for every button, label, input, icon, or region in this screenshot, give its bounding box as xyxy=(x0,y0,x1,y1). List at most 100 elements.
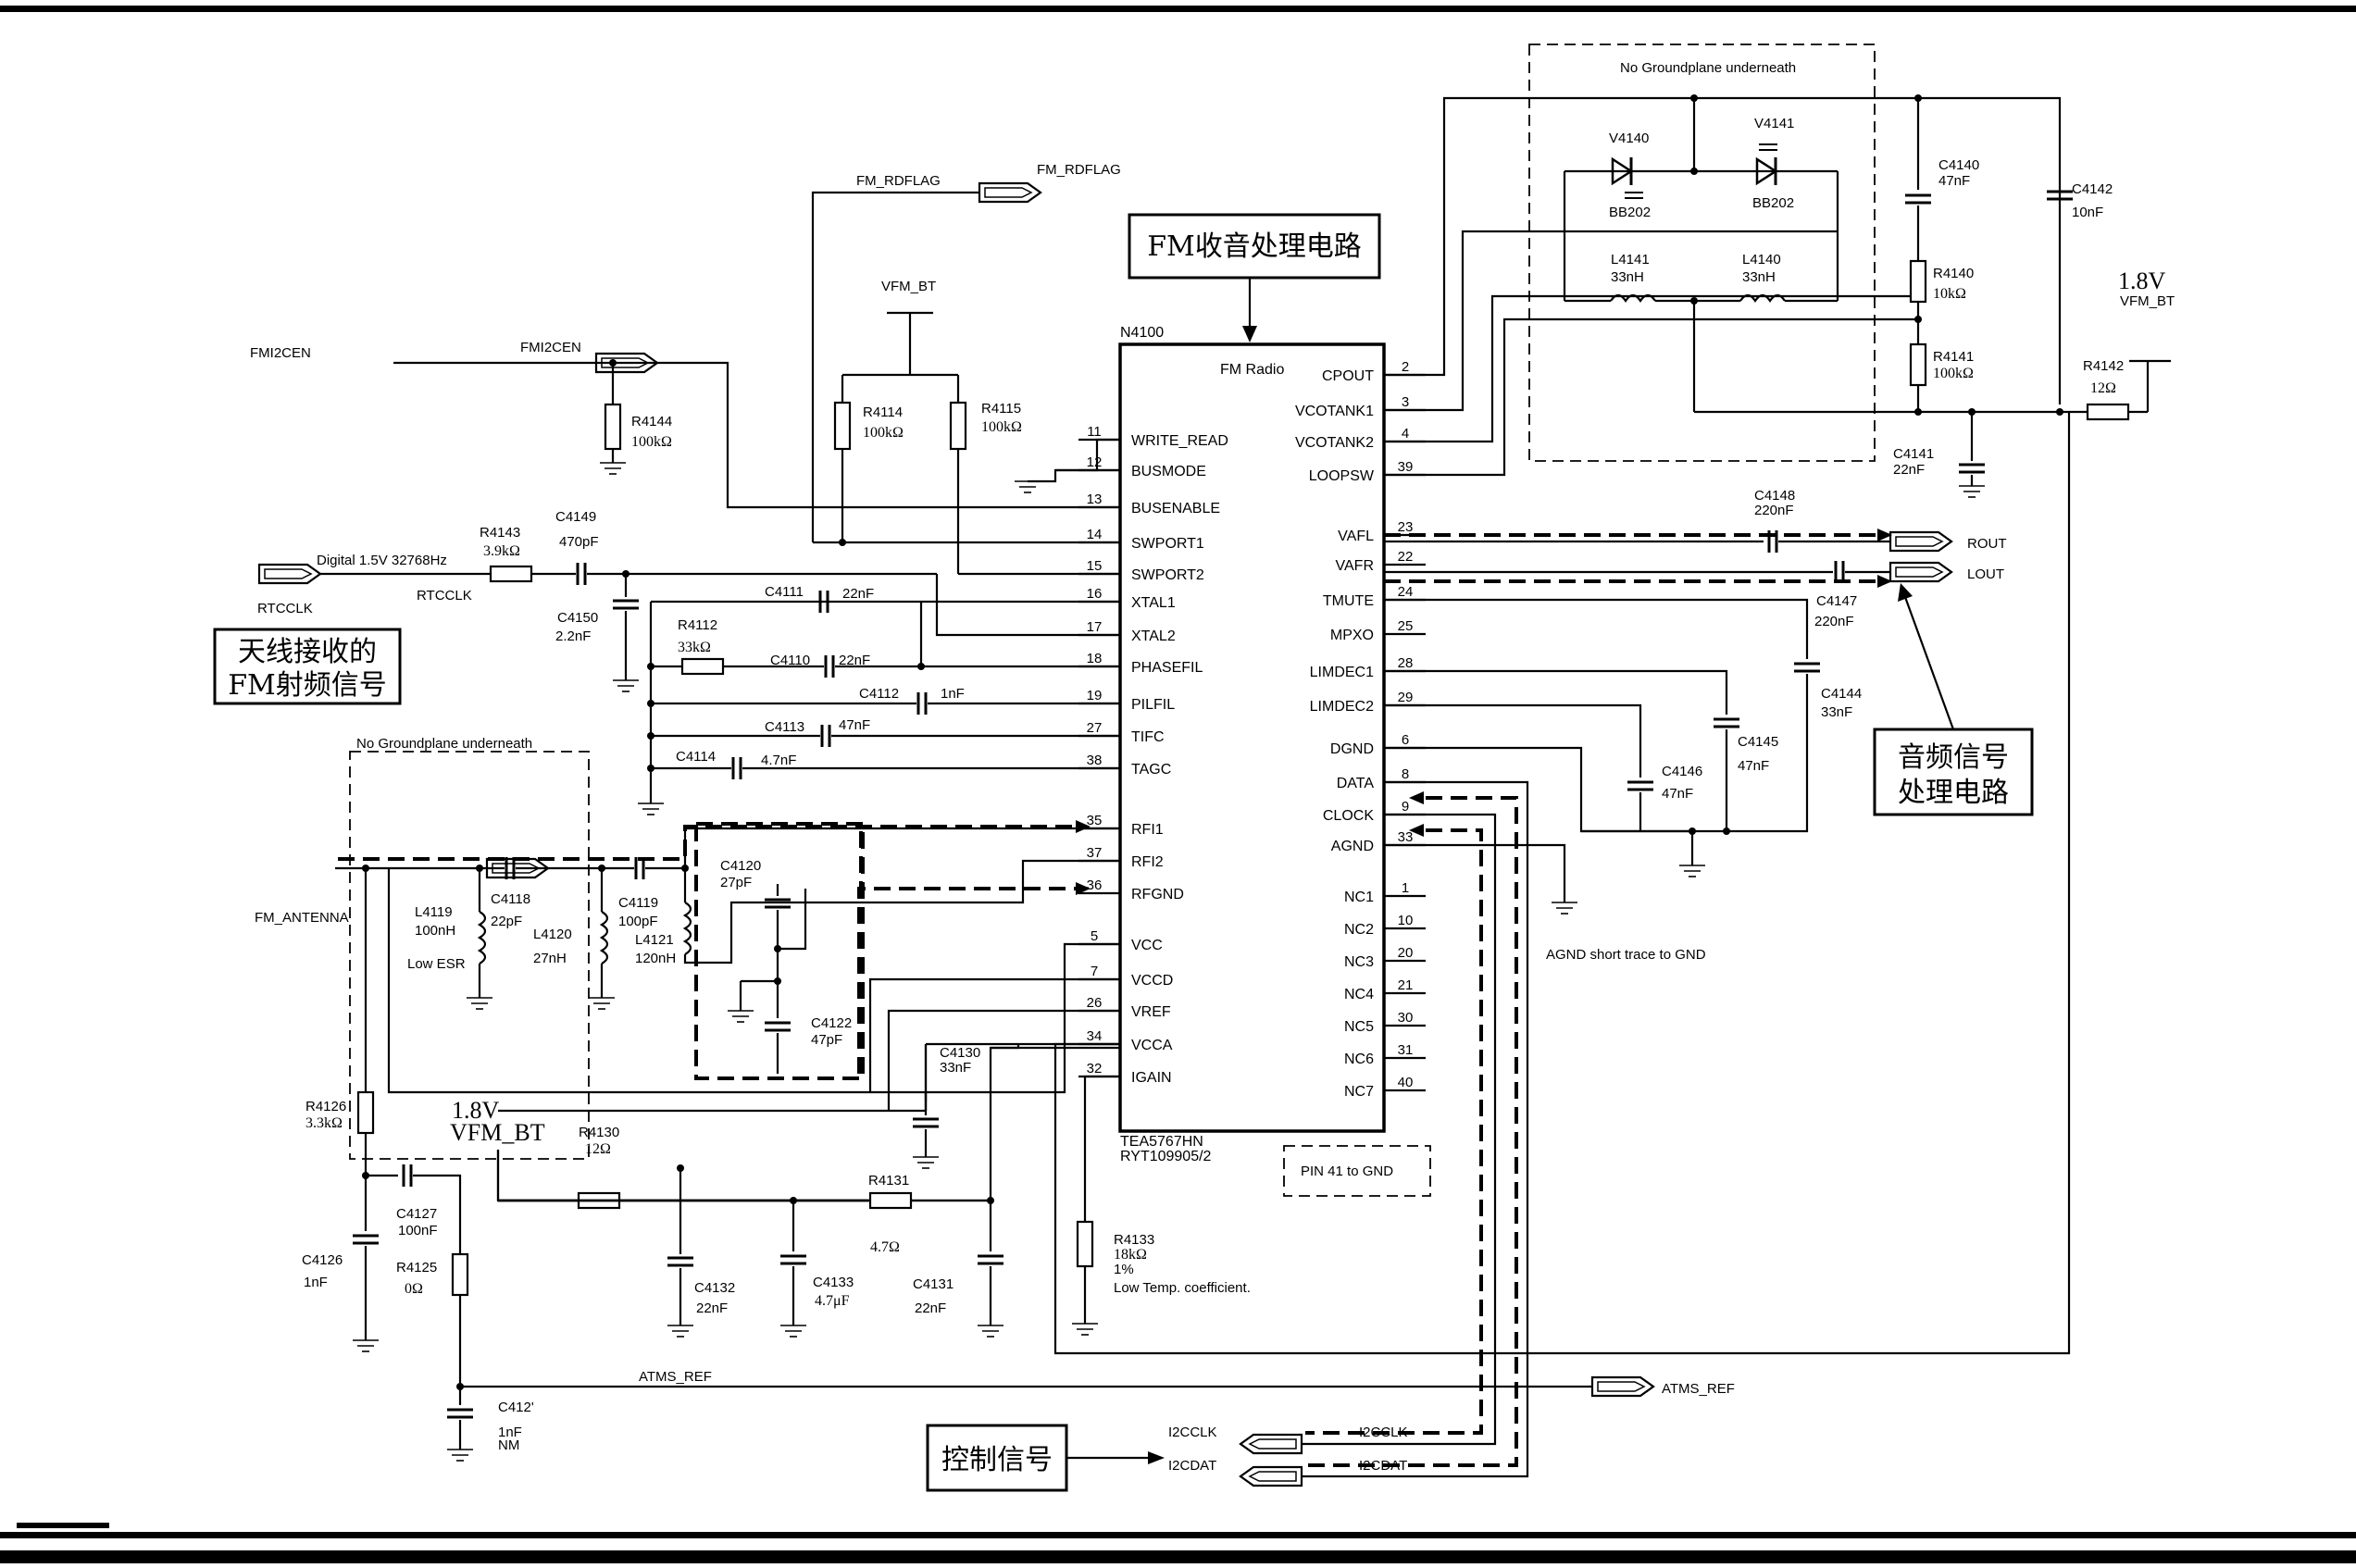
pin-number: 14 xyxy=(1087,527,1103,542)
ic-ref: N4100 xyxy=(1120,325,1164,341)
pin-label: SWPORT1 xyxy=(1131,536,1204,552)
svg-text:C4148: C4148 xyxy=(1754,488,1795,504)
svg-text:ATMS_REF: ATMS_REF xyxy=(1662,1381,1735,1397)
filter-caps: C4111 22nF R4112 33kΩ C4110 22nF C4112 1… xyxy=(637,584,1120,815)
svg-text:C4118: C4118 xyxy=(491,891,530,907)
svg-text:R4114: R4114 xyxy=(863,404,903,420)
svg-text:FM_ANTENNA: FM_ANTENNA xyxy=(255,910,349,926)
pin-label: VCCD xyxy=(1131,973,1173,989)
svg-text:L4119: L4119 xyxy=(415,904,453,920)
pin-label: DGND xyxy=(1330,741,1374,757)
svg-text:33nH: 33nH xyxy=(1611,269,1644,285)
svg-text:0Ω: 0Ω xyxy=(405,1281,423,1297)
pin-number: 32 xyxy=(1087,1061,1103,1076)
svg-text:RTCCLK: RTCCLK xyxy=(257,601,313,616)
vco-region: No Groundplane underneath V4140 BB202 V4… xyxy=(1053,44,2175,1355)
svg-text:FM_RDFLAG: FM_RDFLAG xyxy=(856,173,941,189)
svg-text:100kΩ: 100kΩ xyxy=(981,419,1022,435)
svg-text:I2CDAT: I2CDAT xyxy=(1359,1458,1407,1474)
svg-text:120nH: 120nH xyxy=(635,951,676,966)
svg-text:VFM_BT: VFM_BT xyxy=(2120,293,2175,309)
pin-label: NC6 xyxy=(1344,1052,1374,1067)
page-frame xyxy=(0,6,2356,1563)
svg-text:220nF: 220nF xyxy=(1754,503,1794,518)
svg-text:4.7Ω: 4.7Ω xyxy=(870,1239,900,1255)
svg-text:ROUT: ROUT xyxy=(1967,536,2007,552)
svg-text:100kΩ: 100kΩ xyxy=(631,434,672,450)
svg-text:VFM_BT: VFM_BT xyxy=(881,279,936,294)
svg-text:R4141: R4141 xyxy=(1933,349,1974,365)
svg-text:C4114: C4114 xyxy=(676,749,716,765)
svg-text:1nF: 1nF xyxy=(304,1275,328,1290)
svg-text:L4141: L4141 xyxy=(1611,252,1650,268)
svg-text:Low ESR: Low ESR xyxy=(407,956,466,972)
svg-text:22nF: 22nF xyxy=(696,1300,728,1316)
pin-label: AGND xyxy=(1331,839,1374,854)
svg-text:C412': C412' xyxy=(498,1400,534,1415)
pin-label: PHASEFIL xyxy=(1131,660,1203,676)
pin-label: RFGND xyxy=(1131,887,1184,902)
annotation-control: 控制信号 xyxy=(926,1424,1165,1492)
svg-text:1nF: 1nF xyxy=(498,1425,522,1440)
svg-text:4.7nF: 4.7nF xyxy=(761,753,796,768)
svg-text:C4119: C4119 xyxy=(618,895,658,911)
ic-left-pins: 11WRITE_READ12BUSMODE13BUSENABLE14SWPORT… xyxy=(1078,424,1228,1086)
pin-number: 31 xyxy=(1398,1042,1414,1058)
svg-text:LOUT: LOUT xyxy=(1967,566,2004,582)
svg-text:V4141: V4141 xyxy=(1754,116,1794,131)
svg-text:L4140: L4140 xyxy=(1742,252,1781,268)
pin-label: RFI1 xyxy=(1131,822,1164,838)
svg-text:22nF: 22nF xyxy=(1893,462,1925,478)
svg-text:47nF: 47nF xyxy=(1938,173,1970,189)
pin-number: 25 xyxy=(1398,618,1414,634)
svg-text:12Ω: 12Ω xyxy=(2090,380,2116,396)
pin-label: IGAIN xyxy=(1131,1070,1172,1086)
pin-number: 30 xyxy=(1398,1010,1414,1026)
ic-code: RYT109905/2 xyxy=(1120,1149,1212,1164)
svg-text:FM_RDFLAG: FM_RDFLAG xyxy=(1037,162,1121,178)
svg-text:Low Temp. coefficient.: Low Temp. coefficient. xyxy=(1114,1280,1251,1296)
svg-text:AGND short trace to GND: AGND short trace to GND xyxy=(1546,947,1706,963)
pin-label: NC7 xyxy=(1344,1084,1374,1100)
svg-text:22pF: 22pF xyxy=(491,914,522,929)
svg-text:C4120: C4120 xyxy=(720,858,761,874)
svg-text:处理电路: 处理电路 xyxy=(1898,777,2009,809)
svg-text:22nF: 22nF xyxy=(839,653,870,668)
svg-text:I2CCLK: I2CCLK xyxy=(1168,1425,1217,1440)
svg-text:33nF: 33nF xyxy=(940,1060,971,1076)
svg-text:C4140: C4140 xyxy=(1938,157,1979,173)
svg-text:C4141: C4141 xyxy=(1893,446,1934,462)
svg-text:I2CCLK: I2CCLK xyxy=(1359,1425,1408,1440)
svg-text:PIN 41 to GND: PIN 41 to GND xyxy=(1301,1164,1393,1179)
pin-label: NC5 xyxy=(1344,1019,1374,1035)
pin-label: VCOTANK1 xyxy=(1295,404,1374,419)
svg-text:3.3kΩ: 3.3kΩ xyxy=(305,1115,343,1131)
svg-text:R4130: R4130 xyxy=(579,1125,619,1140)
svg-text:No Groundplane underneath: No Groundplane underneath xyxy=(1620,60,1796,76)
svg-text:C4111: C4111 xyxy=(765,584,804,600)
pin-label: CLOCK xyxy=(1323,808,1374,824)
pin-label: MPXO xyxy=(1330,628,1374,643)
svg-text:C4147: C4147 xyxy=(1816,593,1857,609)
svg-text:Digital 1.5V 32768Hz: Digital 1.5V 32768Hz xyxy=(317,553,447,568)
pin-number: 22 xyxy=(1398,549,1414,565)
svg-text:R4126: R4126 xyxy=(305,1099,346,1114)
svg-text:33nH: 33nH xyxy=(1742,269,1776,285)
pin-label: LIMDEC2 xyxy=(1310,699,1374,715)
svg-text:12Ω: 12Ω xyxy=(585,1141,611,1157)
pin-label: XTAL2 xyxy=(1131,628,1176,644)
pin-label: SWPORT2 xyxy=(1131,567,1204,583)
